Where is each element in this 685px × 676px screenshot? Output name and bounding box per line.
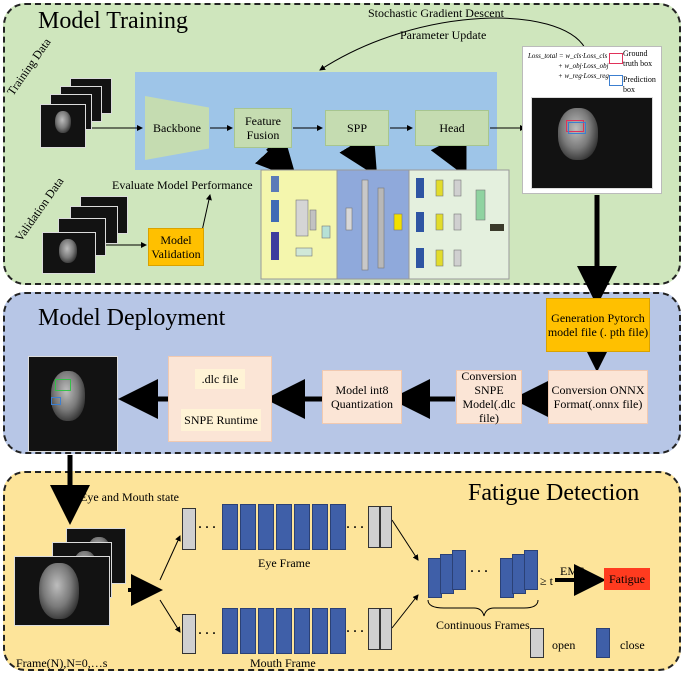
sgd-label: Stochastic Gradient Descent: [368, 6, 504, 20]
loss-panel: Loss_total = w_cls·Loss_cls + w_obj·Loss…: [522, 46, 662, 194]
open-legend-icon: [530, 628, 544, 658]
param-update-label: Parameter Update: [400, 28, 487, 42]
sgd-curve: [319, 17, 586, 71]
mouth-frame-label: Mouth Frame: [250, 656, 316, 670]
loss-formula-line-1: Loss_total = w_cls·Loss_cls: [528, 52, 608, 60]
snpe-panel: .dlc file SNPE Runtime: [168, 356, 272, 442]
conversion-onnx-block: Conversion ONNX Format(.onnx file): [548, 370, 648, 424]
prediction-legend-icon: [609, 75, 623, 86]
training-title: Model Training: [38, 8, 189, 34]
close-legend-label: close: [620, 638, 645, 652]
feature-fusion-detail: [260, 169, 338, 280]
spp-detail: [336, 169, 410, 280]
model-validation-block: Model Validation: [148, 228, 204, 266]
close-legend-icon: [596, 628, 610, 658]
open-legend-label: open: [552, 638, 576, 652]
prediction-legend-label: Prediction box: [623, 75, 656, 94]
backbone-block: Backbone: [145, 96, 209, 160]
loss-formula-line-2: + w_obj·Loss_obj: [558, 62, 609, 70]
ground-truth-legend-icon: [609, 53, 623, 64]
quantization-block: Model int8 Quantization: [322, 370, 402, 424]
generation-block: Generation Pytorch model file (. pth fil…: [546, 298, 650, 352]
head-detail: [408, 169, 510, 280]
eye-mouth-state-label: Eye and Mouth state: [80, 490, 179, 504]
conversion-snpe-block: Conversion SNPE Model(.dlc file): [456, 369, 522, 425]
feature-fusion-block: Feature Fusion: [234, 108, 292, 148]
fatigue-title: Fatigue Detection: [468, 480, 640, 506]
loss-formula-line-3: + w_reg·Loss_reg: [558, 72, 609, 80]
ems-label: EMS: [560, 564, 585, 578]
threshold-label: ≥ t: [540, 574, 553, 588]
training-detection-image: [531, 97, 653, 189]
spp-block: SPP: [325, 110, 389, 146]
evaluate-label: Evaluate Model Performance: [112, 178, 253, 192]
fatigue-output-block: Fatigue: [604, 568, 650, 590]
ground-truth-legend-label: Ground truth box: [623, 49, 653, 68]
continuous-frames-label: Continuous Frames: [436, 618, 530, 632]
eye-frame-label: Eye Frame: [258, 556, 311, 570]
head-block: Head: [415, 110, 489, 146]
frames-label: Frame(N),N=0,…s: [16, 656, 108, 670]
snpe-runtime-block: SNPE Runtime: [181, 409, 261, 431]
deployed-detection-image: [28, 356, 118, 452]
dlc-file-block: .dlc file: [195, 369, 245, 389]
deployment-title: Model Deployment: [38, 305, 226, 331]
